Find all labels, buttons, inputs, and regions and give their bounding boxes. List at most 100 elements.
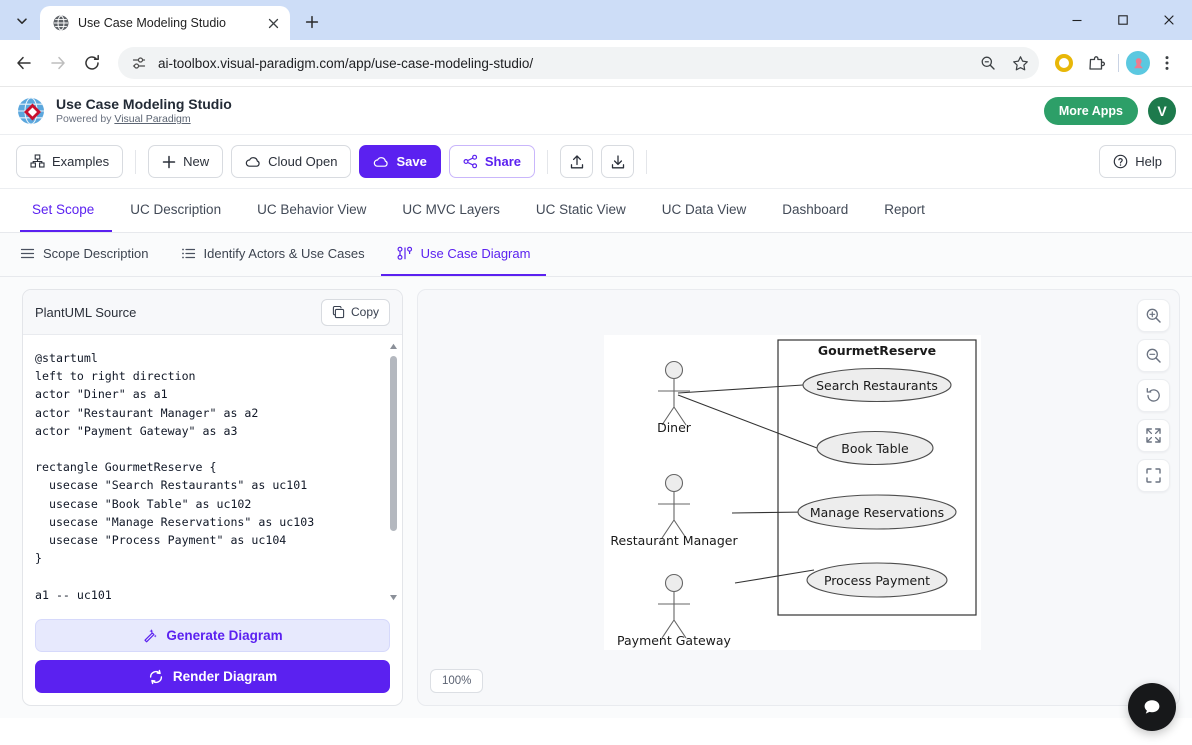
user-avatar[interactable]: V <box>1148 96 1176 125</box>
download-button[interactable] <box>601 145 634 178</box>
subtab-scope-description[interactable]: Scope Description <box>20 233 165 276</box>
window-close-button[interactable] <box>1146 0 1192 40</box>
tab-set-scope[interactable]: Set Scope <box>20 189 113 232</box>
source-code-area[interactable]: @startuml left to right direction actor … <box>23 335 402 609</box>
kebab-menu-icon[interactable] <box>1152 48 1182 78</box>
diagram-icon <box>397 246 412 260</box>
window-minimize-button[interactable] <box>1054 0 1100 40</box>
plantuml-code[interactable]: @startuml left to right direction actor … <box>35 351 315 602</box>
chat-widget-button[interactable] <box>1128 683 1176 731</box>
use-case-label: Search Restaurants <box>816 378 938 393</box>
subtab-identify-actors-use-cases[interactable]: Identify Actors & Use Cases <box>165 233 381 276</box>
fit-screen-icon <box>1146 428 1161 443</box>
tab-report[interactable]: Report <box>884 202 925 217</box>
scrollbar-thumb[interactable] <box>390 356 397 531</box>
tab-uc-mvc-layers[interactable]: UC MVC Layers <box>402 202 500 217</box>
tab-dashboard[interactable]: Dashboard <box>782 202 849 217</box>
diagram-preview-panel: GourmetReserve Diner <box>417 289 1180 706</box>
visual-paradigm-link[interactable]: Visual Paradigm <box>114 113 191 126</box>
help-label: Help <box>1135 154 1162 169</box>
search-minus-icon[interactable] <box>975 50 1001 76</box>
back-button[interactable] <box>8 47 40 79</box>
save-button[interactable]: Save <box>359 145 441 178</box>
fullscreen-icon <box>1146 468 1161 483</box>
system-boundary-label: GourmetReserve <box>818 343 936 358</box>
download-icon <box>611 154 624 168</box>
new-label: New <box>183 154 210 169</box>
subtab-label: Use Case Diagram <box>420 246 531 261</box>
new-tab-button[interactable] <box>298 8 326 36</box>
association-diner-search <box>677 384 804 394</box>
globe-icon <box>52 15 69 32</box>
bookmark-star-icon[interactable] <box>1007 50 1033 76</box>
use-case-ellipse <box>806 562 948 598</box>
profile-avatar-icon[interactable] <box>1126 51 1150 75</box>
actor-body <box>658 592 690 639</box>
tab-uc-static-view[interactable]: UC Static View <box>535 202 626 217</box>
tab-uc-behavior-view[interactable]: UC Behavior View <box>257 202 367 217</box>
diagram-toolbar <box>1137 299 1170 492</box>
tab-close-icon[interactable] <box>264 14 282 32</box>
tab-search-button[interactable] <box>8 7 36 35</box>
app-title-group: Use Case Modeling Studio Powered by Visu… <box>56 96 232 125</box>
app-subtitle: Powered by Visual Paradigm <box>56 113 232 125</box>
circle-badge-icon[interactable] <box>1049 48 1079 78</box>
forward-button[interactable] <box>42 47 74 79</box>
list-icon <box>181 248 195 259</box>
fullscreen-button[interactable] <box>1137 459 1170 492</box>
copy-label: Copy <box>350 305 379 319</box>
zoom-out-button[interactable] <box>1137 339 1170 372</box>
share-button[interactable]: Share <box>448 145 535 178</box>
toolbar-divider <box>1118 54 1119 72</box>
upload-button[interactable] <box>560 145 593 178</box>
system-boundary-rect <box>777 339 977 616</box>
tune-icon[interactable] <box>126 50 152 76</box>
window-maximize-button[interactable] <box>1100 0 1146 40</box>
scroll-up-icon[interactable] <box>389 342 398 351</box>
help-button[interactable]: Help <box>1099 145 1176 178</box>
cloud-open-button[interactable]: Cloud Open <box>231 145 352 178</box>
content-area: PlantUML Source Copy @startuml left to r… <box>0 277 1192 731</box>
app-header: Use Case Modeling Studio Powered by Visu… <box>0 87 1192 135</box>
subtab-use-case-diagram[interactable]: Use Case Diagram <box>380 233 547 276</box>
reload-icon <box>85 54 99 70</box>
actor-head <box>664 473 684 493</box>
tab-uc-description[interactable]: UC Description <box>130 202 222 217</box>
use-case-process-payment: Process Payment <box>806 562 948 598</box>
browser-tab-strip: Use Case Modeling Studio <box>0 0 1192 40</box>
actor-body <box>658 492 690 539</box>
extensions-icon[interactable] <box>1081 48 1111 78</box>
use-case-diagram-canvas[interactable]: GourmetReserve Diner <box>604 335 981 650</box>
reload-button[interactable] <box>76 47 108 79</box>
cloud-open-label: Cloud Open <box>268 154 338 169</box>
zoom-in-button[interactable] <box>1137 299 1170 332</box>
association-manager-manage <box>731 511 810 514</box>
generate-diagram-button[interactable]: Generate Diagram <box>35 619 390 652</box>
use-case-search-restaurants: Search Restaurants <box>802 367 952 403</box>
fit-screen-button[interactable] <box>1137 419 1170 452</box>
close-icon <box>1164 15 1174 25</box>
more-apps-button[interactable]: More Apps <box>1043 96 1138 125</box>
share-nodes-icon <box>463 154 477 169</box>
subtab-label: Identify Actors & Use Cases <box>203 246 365 261</box>
address-bar[interactable]: ai-toolbox.visual-paradigm.com/app/use-c… <box>118 47 1039 79</box>
browser-tab[interactable]: Use Case Modeling Studio <box>40 6 290 40</box>
source-panel-header: PlantUML Source Copy <box>23 290 402 335</box>
chevron-down-icon <box>17 18 27 24</box>
render-diagram-button[interactable]: Render Diagram <box>35 660 390 693</box>
new-button[interactable]: New <box>148 145 224 178</box>
refresh-icon <box>149 669 162 684</box>
use-case-book-table: Book Table <box>816 430 934 466</box>
app-title: Use Case Modeling Studio <box>56 95 232 112</box>
source-scrollbar[interactable] <box>389 342 398 602</box>
address-bar-url: ai-toolbox.visual-paradigm.com/app/use-c… <box>158 55 534 71</box>
use-case-label: Book Table <box>841 441 909 456</box>
copy-button[interactable]: Copy <box>320 298 390 326</box>
tab-uc-data-view[interactable]: UC Data View <box>661 202 747 217</box>
use-case-ellipse <box>816 430 934 466</box>
examples-button[interactable]: Examples <box>16 145 124 178</box>
generate-diagram-label: Generate Diagram <box>166 628 283 643</box>
reset-button[interactable] <box>1137 379 1170 412</box>
minimize-icon <box>1072 19 1082 22</box>
scroll-down-icon[interactable] <box>389 593 398 602</box>
